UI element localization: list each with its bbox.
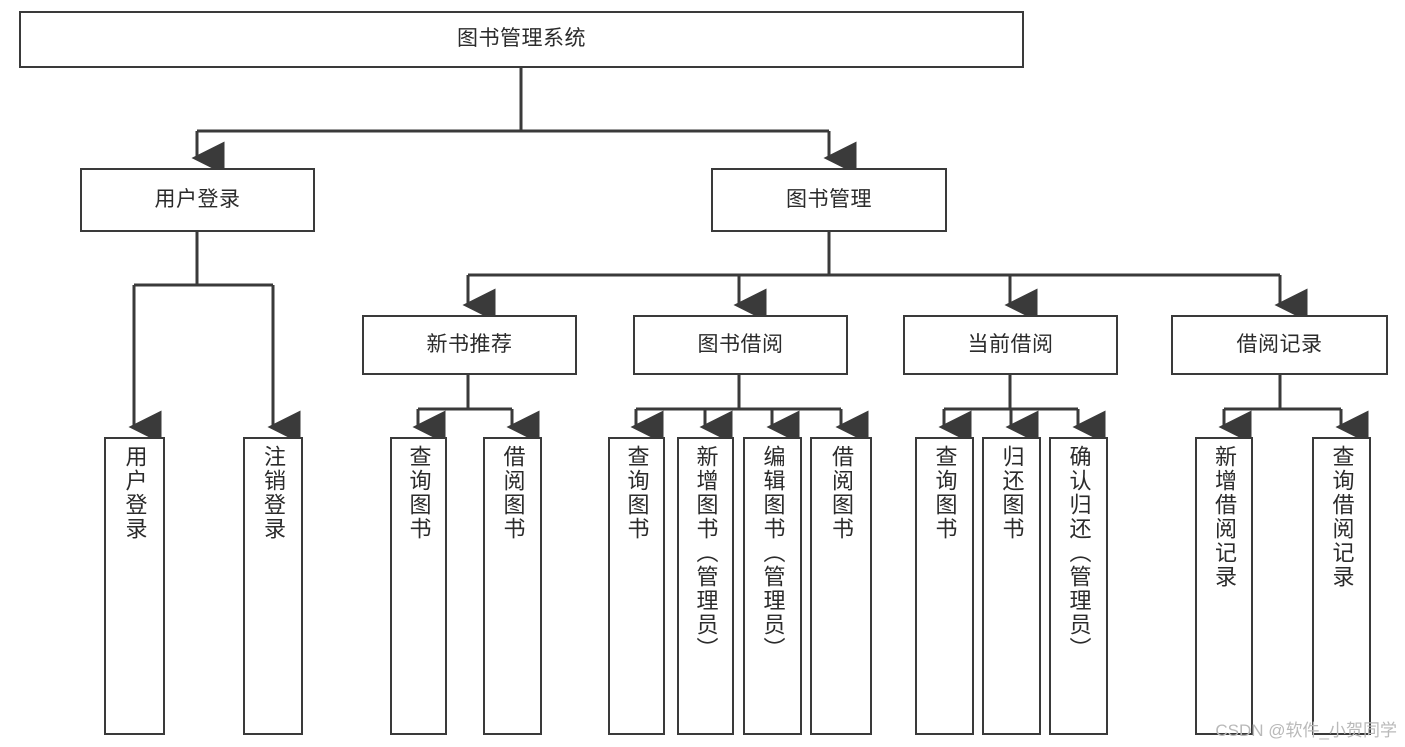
node-leaf-borrow-book-2[interactable]: 借阅图书	[810, 437, 872, 735]
node-leaf-logout-label: 注销登录	[261, 445, 286, 541]
node-leaf-query-record[interactable]: 查询借阅记录	[1312, 437, 1371, 735]
node-leaf-edit-book[interactable]: 编辑图书（管理员）	[743, 437, 802, 735]
node-leaf-borrow-book-1[interactable]: 借阅图书	[483, 437, 542, 735]
node-leaf-return-book-label: 归还图书	[999, 445, 1025, 541]
node-leaf-add-record-label: 新增借阅记录	[1212, 445, 1237, 589]
node-book-borrow[interactable]: 图书借阅	[633, 315, 848, 375]
node-new-book-rec-label: 新书推荐	[426, 332, 513, 356]
node-leaf-borrow-book-2-label: 借阅图书	[829, 445, 854, 541]
node-book-borrow-label: 图书借阅	[697, 332, 784, 356]
node-leaf-query-record-label: 查询借阅记录	[1329, 445, 1355, 589]
node-leaf-query-book-3[interactable]: 查询图书	[915, 437, 974, 735]
node-leaf-user-login[interactable]: 用户登录	[104, 437, 165, 735]
node-leaf-query-book-2-label: 查询图书	[624, 445, 650, 541]
node-new-book-rec[interactable]: 新书推荐	[362, 315, 577, 375]
node-leaf-edit-book-label: 编辑图书（管理员）	[760, 445, 786, 661]
node-borrow-record-label: 借阅记录	[1236, 332, 1323, 356]
node-leaf-return-book[interactable]: 归还图书	[982, 437, 1041, 735]
node-leaf-query-book-3-label: 查询图书	[932, 445, 958, 541]
node-leaf-query-book-1-label: 查询图书	[406, 445, 432, 541]
node-book-manage-label: 图书管理	[786, 187, 872, 211]
node-leaf-borrow-book-1-label: 借阅图书	[500, 445, 526, 541]
csdn-watermark: CSDN @软件_小贺同学	[1215, 721, 1397, 740]
node-current-borrow-label: 当前借阅	[967, 332, 1054, 356]
node-leaf-query-book-2[interactable]: 查询图书	[608, 437, 665, 735]
node-current-borrow[interactable]: 当前借阅	[903, 315, 1118, 375]
node-user-login-label: 用户登录	[154, 187, 241, 211]
node-leaf-query-book-1[interactable]: 查询图书	[390, 437, 447, 735]
node-leaf-confirm-return[interactable]: 确认归还（管理员）	[1049, 437, 1108, 735]
node-leaf-add-book-label: 新增图书（管理员）	[693, 445, 719, 661]
node-root[interactable]: 图书管理系统	[19, 11, 1024, 68]
node-leaf-logout[interactable]: 注销登录	[243, 437, 303, 735]
node-leaf-confirm-return-label: 确认归还（管理员）	[1066, 445, 1092, 661]
node-borrow-record[interactable]: 借阅记录	[1171, 315, 1388, 375]
node-root-label: 图书管理系统	[457, 27, 586, 51]
node-book-manage[interactable]: 图书管理	[711, 168, 947, 232]
node-leaf-add-book[interactable]: 新增图书（管理员）	[677, 437, 734, 735]
node-leaf-user-login-label: 用户登录	[122, 445, 148, 541]
node-leaf-add-record[interactable]: 新增借阅记录	[1195, 437, 1253, 735]
node-user-login[interactable]: 用户登录	[80, 168, 315, 232]
